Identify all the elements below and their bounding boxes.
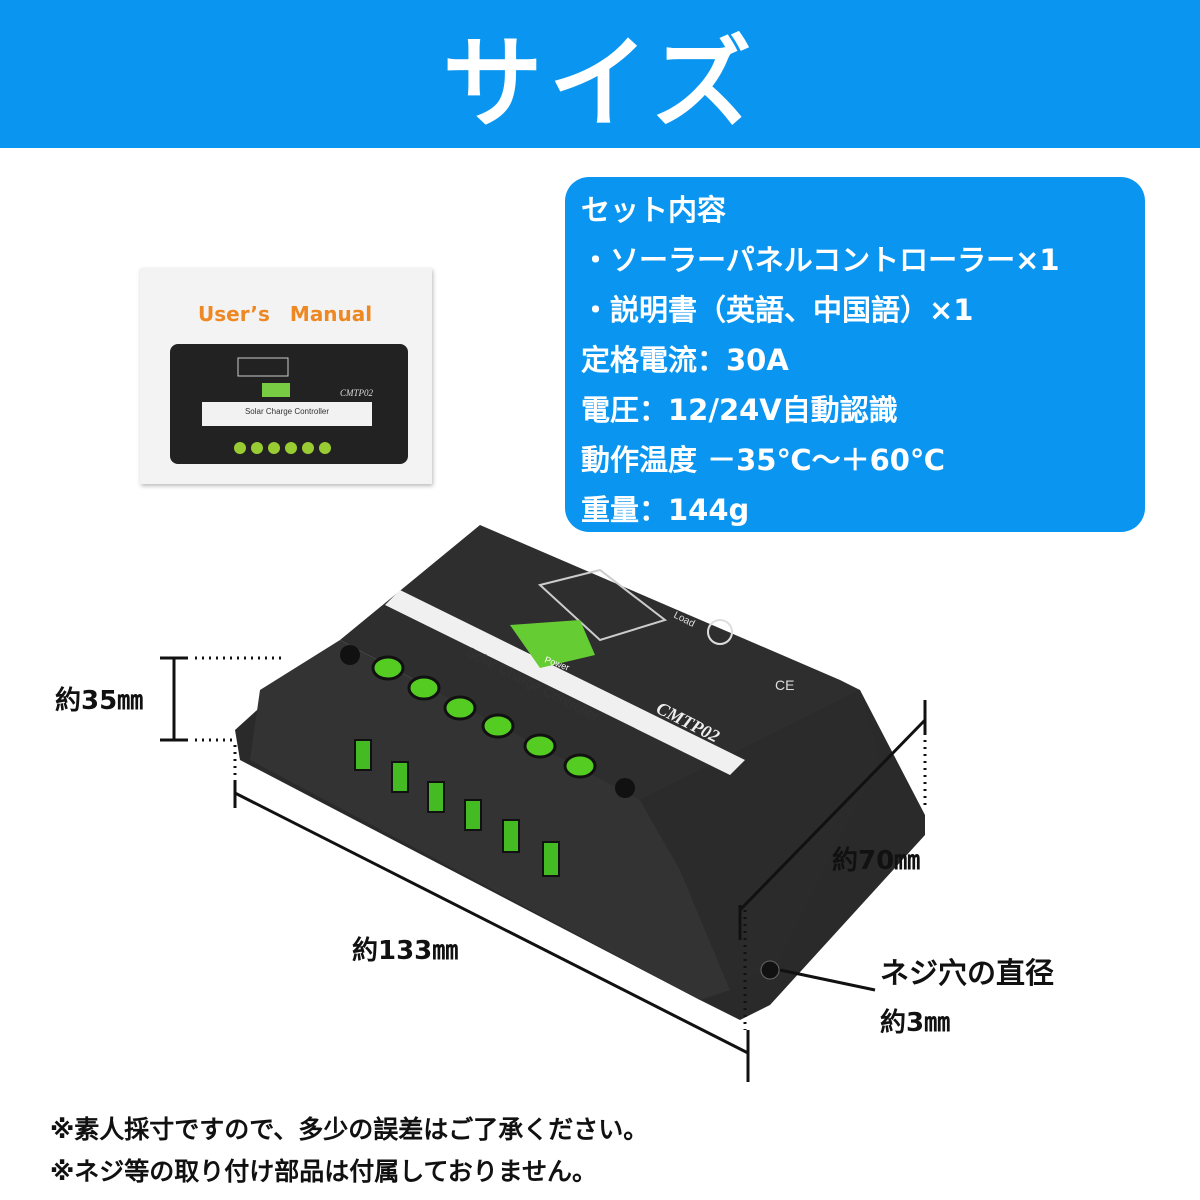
ce-mark: CE <box>775 677 794 693</box>
screw-hole <box>760 960 780 980</box>
page-title: サイズ <box>442 24 758 142</box>
spec-line: ・説明書（英語、中国語）×1 <box>581 293 974 327</box>
spec-line: 電圧：12/24V自動認識 <box>581 393 898 427</box>
spec-line: 動作温度 －35℃～＋60℃ <box>581 443 946 477</box>
note-no-screws: ※ネジ等の取り付け部品は付属しておりません。 <box>50 1157 598 1186</box>
spec-line: セット内容 <box>581 193 727 227</box>
height-dimension: 約35㎜ <box>55 686 144 716</box>
spec-box: セット内容 ・ソーラーパネルコントローラー×1 ・説明書（英語、中国語）×1 定… <box>565 177 1145 532</box>
spec-line: 重量：144g <box>581 493 750 527</box>
spec-line: 定格電流：30A <box>581 343 789 377</box>
hole-title: ネジ穴の直径 <box>880 956 1055 990</box>
width-dimension: 約133㎜ <box>352 936 459 966</box>
depth-dimension: 約70㎜ <box>832 846 921 876</box>
user-manual-image: User’s Manual Solar Charge Controller CM… <box>140 268 432 484</box>
note-measurement: ※素人採寸ですので、多少の誤差はご了承ください。 <box>50 1115 649 1144</box>
bulb-icon <box>707 619 733 645</box>
hole-value: 約3㎜ <box>880 1008 951 1038</box>
manual-device-picture: Solar Charge Controller CMTP02 <box>170 344 408 464</box>
header-banner: サイズ <box>0 0 1200 148</box>
manual-device-model: CMTP02 <box>340 388 374 398</box>
spec-line: ・ソーラーパネルコントローラー×1 <box>581 243 1060 277</box>
manual-device-label: Solar Charge Controller <box>245 407 329 416</box>
status-window <box>510 620 595 668</box>
manual-title: User’s Manual <box>198 302 373 326</box>
